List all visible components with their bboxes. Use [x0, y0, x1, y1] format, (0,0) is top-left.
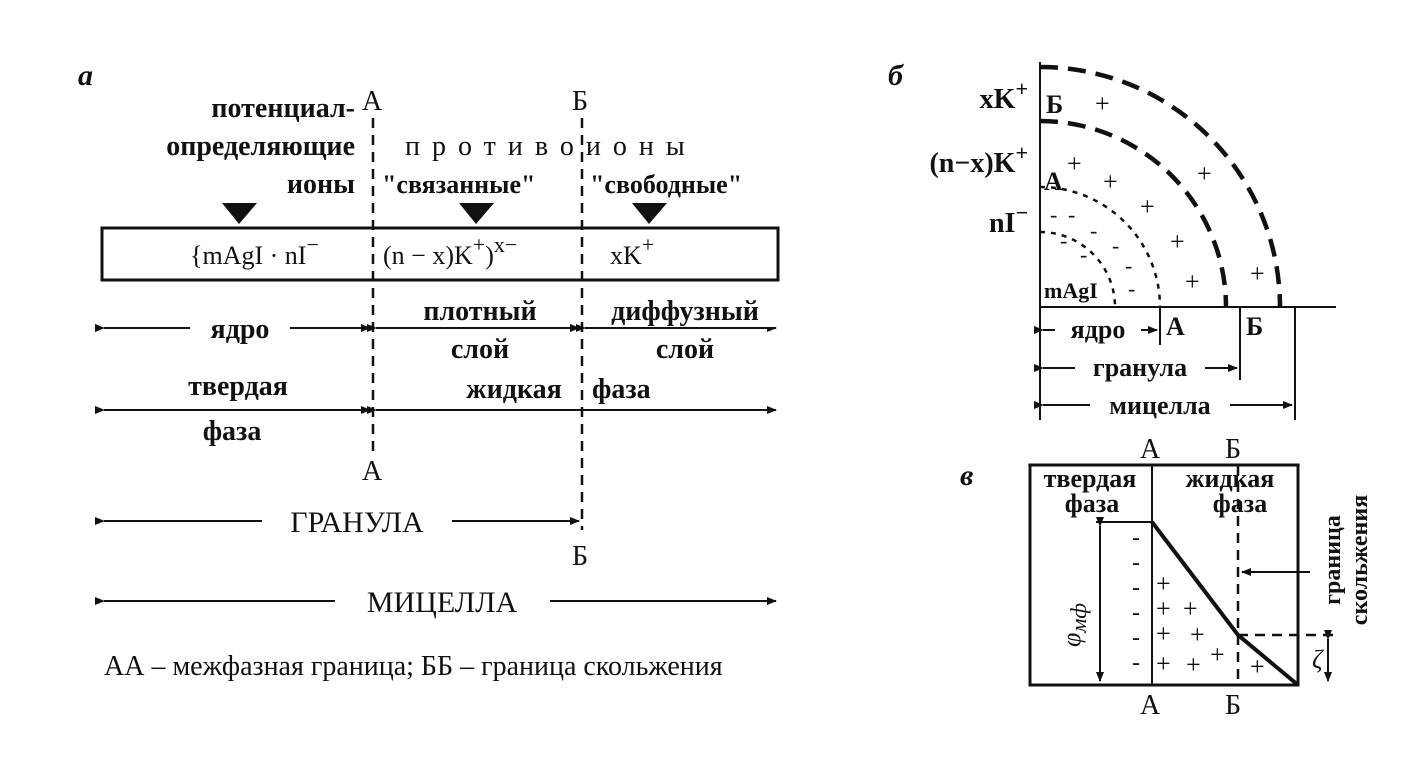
- potential-ions-label: nI−: [989, 200, 1028, 239]
- slip-boundary-arc: [1039, 118, 1229, 308]
- interphase-boundary-arc-label: А: [1044, 167, 1063, 196]
- plus-sign: +: [1186, 650, 1201, 679]
- micelle-label-b: мицелла: [1109, 391, 1210, 420]
- boundary-b-bottom-label: Б: [572, 541, 588, 572]
- dense-layer-formula: (n − x)K+)x−: [383, 232, 517, 270]
- panel-b-letter: б: [888, 59, 904, 92]
- core-label-b: ядро: [1071, 315, 1126, 344]
- interphase-boundary-arc: [1039, 185, 1162, 308]
- granule-label: ГРАНУЛА: [290, 506, 424, 539]
- minus-sign: -: [1050, 202, 1057, 227]
- micelle-label: МИЦЕЛЛА: [367, 586, 518, 619]
- solid-phase-label-v2: фаза: [1065, 489, 1119, 518]
- diffuse-layer-label-line1: диффузный: [611, 296, 759, 327]
- plus-sign: +: [1156, 569, 1171, 598]
- bound-ions-label: "связанные": [382, 170, 535, 199]
- plus-sign: +: [1250, 652, 1265, 681]
- plus-sign: +: [1095, 89, 1110, 118]
- minus-sign: -: [1060, 228, 1067, 253]
- free-counter-ions-label: xK+: [980, 76, 1028, 115]
- plus-sign: +: [1210, 640, 1225, 669]
- panel-a: а А Б потенциал- определяющие ионы проти…: [78, 59, 780, 682]
- bound-counter-ions-label: (n−x)K+: [929, 140, 1028, 179]
- solid-phase-label-line1: твердая: [188, 371, 288, 402]
- plus-sign: +: [1197, 159, 1212, 188]
- bound-ions-pointer-triangle: [459, 203, 494, 224]
- liquid-phase-label-v1: жидкая: [1186, 464, 1275, 493]
- potential-plot-frame: [1028, 463, 1300, 687]
- minus-sign: -: [1132, 625, 1140, 651]
- micelle-boundary-arc: [1039, 64, 1283, 308]
- slip-axis-label: Б: [1246, 312, 1263, 341]
- slip-boundary-label-line1: граница: [1320, 515, 1346, 605]
- boundaries-caption: АА – межфазная граница; ББ – граница ско…: [104, 651, 723, 682]
- micelle-formula-box: [100, 226, 780, 282]
- plus-sign: +: [1183, 594, 1198, 623]
- liquid-phase-label-v2: фаза: [1213, 489, 1267, 518]
- panel-a-letter: а: [78, 59, 93, 92]
- zeta-symbol: ζ: [1312, 645, 1324, 674]
- counter-ions-label: противоионы: [405, 131, 697, 162]
- minus-sign: -: [1080, 242, 1087, 267]
- minus-sign: -: [1112, 233, 1119, 258]
- plus-sign: +: [1067, 149, 1082, 178]
- solid-phase-label-line2: фаза: [203, 416, 262, 447]
- minus-sign: -: [1132, 525, 1140, 551]
- slip-top-label: Б: [1225, 434, 1241, 465]
- plus-sign: +: [1250, 259, 1265, 288]
- potential-ions-pointer-triangle: [222, 203, 257, 224]
- panel-b: б xK+ (n−x)K+ nI− mAgI Б А + + + + + + +…: [888, 59, 1336, 420]
- minus-sign: -: [1125, 253, 1132, 278]
- plus-sign: +: [1140, 192, 1155, 221]
- aggregate-label: mAgI: [1044, 278, 1098, 303]
- plus-sign: +: [1156, 649, 1171, 678]
- boundary-a-top-label: А: [362, 86, 383, 117]
- core-formula: {mAgI · nI−: [190, 232, 319, 270]
- diffuse-layer-label-line2: слой: [656, 334, 714, 365]
- core-label: ядро: [211, 314, 270, 345]
- inner-ion-layer-arc: [1039, 230, 1117, 308]
- panel-v: в А Б твердая фаза жидкая фаза φмф ζ гра…: [960, 434, 1373, 721]
- slip-bottom-label: Б: [1225, 690, 1241, 721]
- boundary-b-top-label: Б: [572, 86, 588, 117]
- potential-ions-line1: потенциал-: [211, 93, 355, 124]
- free-ions-pointer-triangle: [632, 203, 667, 224]
- dense-layer-label-line2: слой: [451, 334, 509, 365]
- plus-sign: +: [1170, 227, 1185, 256]
- plus-sign: +: [1156, 619, 1171, 648]
- plus-sign: +: [1190, 620, 1205, 649]
- interphase-axis-label: А: [1166, 312, 1185, 341]
- diffuse-layer-formula: xK+: [610, 232, 654, 270]
- plus-sign: +: [1156, 594, 1171, 623]
- solid-phase-label-v1: твердая: [1044, 464, 1137, 493]
- slip-boundary-label-line2: скольжения: [1347, 495, 1373, 625]
- slip-boundary-arc-label: Б: [1046, 90, 1063, 119]
- boundary-a-bottom-label: А: [362, 456, 383, 487]
- dense-layer-label-line1: плотный: [423, 296, 536, 327]
- minus-sign: -: [1128, 276, 1135, 301]
- phase-label: фаза: [592, 374, 651, 405]
- minus-sign: -: [1132, 600, 1140, 626]
- interphase-top-label: А: [1140, 434, 1161, 465]
- minus-sign: -: [1132, 650, 1140, 676]
- granule-label-b: гранула: [1093, 353, 1187, 382]
- phi-symbol: φмф: [1057, 603, 1091, 647]
- panel-v-letter: в: [960, 459, 973, 492]
- potential-ions-line3: ионы: [287, 169, 355, 200]
- plus-sign: +: [1103, 167, 1118, 196]
- plus-sign: +: [1185, 267, 1200, 296]
- minus-sign: -: [1068, 202, 1075, 227]
- minus-sign: -: [1132, 550, 1140, 576]
- liquid-phase-label: жидкая: [466, 374, 561, 405]
- free-ions-label: "свободные": [590, 170, 742, 199]
- potential-ions-line2: определяющие: [166, 131, 355, 162]
- minus-sign: -: [1132, 575, 1140, 601]
- minus-sign: -: [1090, 218, 1097, 243]
- interphase-bottom-label: А: [1140, 690, 1161, 721]
- potential-drop-curve: [1150, 520, 1300, 687]
